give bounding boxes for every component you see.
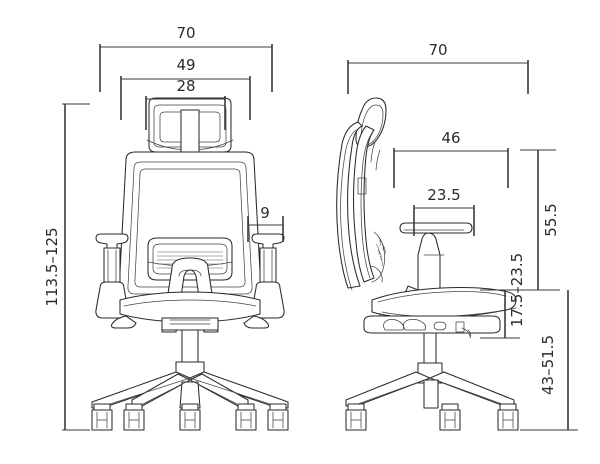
dim-front-backrest-width: 49 bbox=[120, 56, 251, 120]
side-caster bbox=[439, 403, 461, 431]
front-view bbox=[91, 97, 289, 431]
dim-side-seat-height: 43–51.5 bbox=[480, 289, 578, 431]
side-lumbar-mesh bbox=[369, 231, 386, 283]
dim-label-side-backrest-height: 55.5 bbox=[542, 203, 560, 236]
front-caster bbox=[123, 403, 145, 431]
front-caster bbox=[91, 403, 113, 431]
side-caster bbox=[497, 403, 519, 431]
dim-front-armrest-width: 9 bbox=[247, 204, 284, 242]
front-caster bbox=[267, 403, 289, 431]
side-caster bbox=[345, 403, 367, 431]
side-casters bbox=[345, 403, 519, 431]
dim-label-side-overall-depth: 70 bbox=[428, 41, 447, 59]
dim-label-side-seat-height: 43–51.5 bbox=[539, 335, 557, 395]
front-base bbox=[91, 371, 289, 409]
front-caster bbox=[235, 403, 257, 431]
side-seat-mechanism bbox=[363, 315, 501, 339]
dim-label-front-backrest-width: 49 bbox=[176, 56, 195, 74]
dim-front-overall-width: 70 bbox=[99, 24, 273, 92]
dim-label-front-overall-width: 70 bbox=[176, 24, 195, 42]
dim-label-front-headrest-width: 28 bbox=[176, 77, 195, 95]
side-backrest bbox=[336, 121, 381, 291]
dim-front-overall-height: 113.5–125 bbox=[43, 103, 90, 431]
dim-side-backrest-height: 55.5 bbox=[488, 149, 560, 291]
dim-side-seat-pad-depth: 23.5 bbox=[413, 186, 475, 236]
dim-front-headrest-width: 28 bbox=[145, 77, 226, 130]
dim-side-overall-depth: 70 bbox=[347, 41, 529, 94]
side-view bbox=[336, 97, 519, 431]
front-caster bbox=[179, 403, 201, 431]
front-seat bbox=[110, 291, 270, 331]
front-casters bbox=[91, 403, 289, 431]
dim-label-front-armrest-width: 9 bbox=[260, 204, 270, 222]
dim-label-front-overall-height: 113.5–125 bbox=[43, 227, 61, 306]
side-base bbox=[345, 371, 515, 409]
dim-side-seat-depth: 46 bbox=[393, 129, 509, 188]
dim-label-side-seat-depth: 46 bbox=[441, 129, 460, 147]
dim-label-side-seat-pad-depth: 23.5 bbox=[427, 186, 460, 204]
